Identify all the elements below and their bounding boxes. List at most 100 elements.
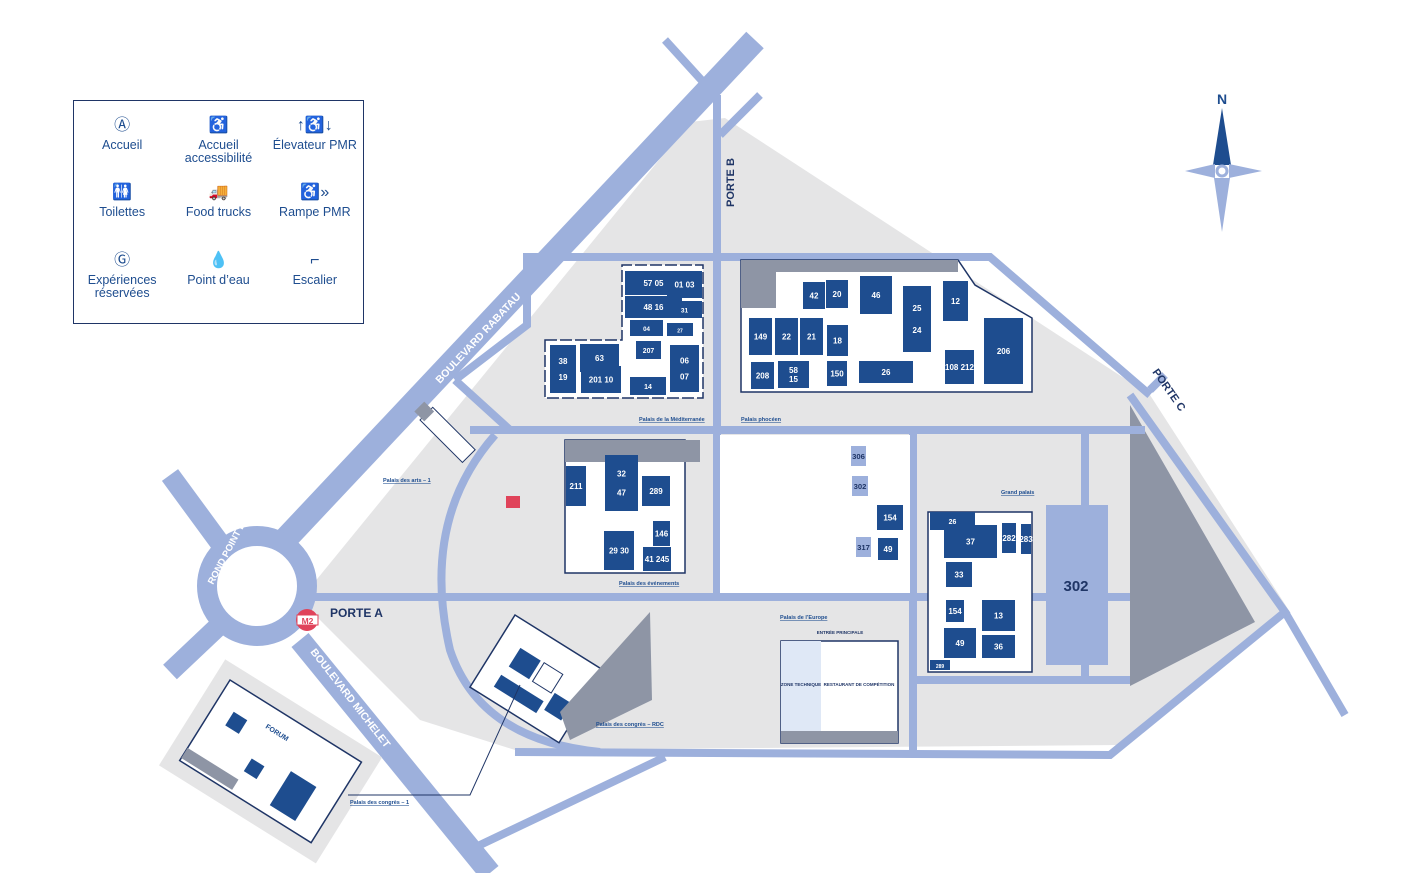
booth-number: 15: [789, 375, 798, 384]
booth-box: [851, 446, 866, 466]
dark-zone: [1130, 405, 1255, 686]
booth-box: [749, 318, 772, 355]
legend-label: Rampe PMR: [279, 205, 351, 220]
booth-number: 63: [595, 354, 604, 363]
booth[interactable]: 20: [826, 280, 848, 308]
booth[interactable]: 12: [943, 281, 968, 321]
hall-label-congres-rdc[interactable]: Palais des congrès – RDC: [596, 722, 664, 728]
booth[interactable]: 21: [800, 318, 823, 355]
booth-box: [860, 276, 892, 314]
booth-number: 04: [643, 326, 650, 333]
booth[interactable]: 13: [982, 600, 1015, 631]
booth[interactable]: 31: [667, 301, 702, 318]
booth-number: 26: [882, 368, 891, 377]
booth-number: 154: [948, 607, 962, 616]
booth-number: 150: [830, 370, 844, 379]
legend-item: 🚚Food trucks: [170, 180, 266, 247]
booth[interactable]: 289: [930, 660, 950, 670]
hall-label-phoceen[interactable]: Palais phocéen: [741, 417, 782, 423]
booth[interactable]: 49: [944, 628, 976, 658]
booth-number: 26: [949, 519, 957, 526]
hall-label-evenements[interactable]: Palais des événements: [619, 581, 679, 587]
compass-north-label: N: [1217, 91, 1227, 107]
hall-label-europe[interactable]: Palais de l’Europe: [780, 615, 827, 621]
zone-label: ZONE TECHNIQUE: [781, 682, 821, 687]
booth-number: 18: [833, 337, 842, 346]
booth-box: [930, 660, 950, 670]
booth[interactable]: 150: [827, 361, 847, 386]
booth-number: 06: [680, 357, 689, 366]
booth[interactable]: 46: [860, 276, 892, 314]
toilets-icon: 🚻: [112, 184, 133, 202]
booth-number: 01 03: [674, 281, 695, 290]
booth-number: 38: [559, 357, 568, 366]
booth[interactable]: 27: [667, 323, 693, 336]
booth[interactable]: 302: [852, 476, 868, 496]
booth[interactable]: 201 10: [581, 366, 621, 393]
hall-label-grand[interactable]: Grand palais: [1001, 490, 1034, 496]
booth-number: 146: [655, 530, 669, 539]
elevator-icon: ↑♿↓: [296, 117, 333, 134]
booth[interactable]: 41 245: [643, 547, 671, 571]
booth-number: 33: [955, 571, 964, 580]
hall-label-arts[interactable]: Palais des arts – 1: [383, 478, 431, 484]
booth-box: [982, 635, 1015, 658]
booth-box: [903, 286, 931, 352]
legend-label: Point d’eau: [187, 272, 250, 287]
booth[interactable]: 01 03: [667, 271, 702, 298]
legend-label: Expériences réservées: [87, 272, 157, 300]
booth-box: [856, 537, 871, 557]
booth-box: [566, 466, 586, 506]
reserved-experience-marker[interactable]: [506, 496, 520, 508]
booth[interactable]: 36: [982, 635, 1015, 658]
booth[interactable]: 108 212: [945, 350, 975, 384]
booth[interactable]: 14: [630, 377, 666, 395]
booth[interactable]: 37: [944, 525, 997, 558]
booth-number: 283: [1019, 535, 1033, 544]
booth[interactable]: 26: [859, 361, 913, 383]
booth[interactable]: 289: [642, 476, 670, 506]
booth-box: [877, 505, 903, 530]
booth-number: 07: [680, 372, 689, 381]
booth-box: [630, 377, 666, 395]
booth[interactable]: 33: [946, 562, 972, 587]
europe-service-strip: [781, 731, 898, 743]
hall-label-congres-1[interactable]: Palais des congrès – 1: [350, 800, 409, 806]
water-point-icon: 💧: [208, 251, 229, 269]
legend-item: ⌐Escalier: [267, 248, 363, 315]
booth[interactable]: 06 07: [670, 345, 699, 392]
booth-number: 42: [810, 292, 819, 301]
booth-box: [751, 362, 774, 389]
booth[interactable]: 282: [1002, 523, 1016, 553]
booth[interactable]: 49: [878, 538, 898, 560]
booth[interactable]: 207: [636, 341, 661, 359]
booth[interactable]: 18: [827, 325, 848, 356]
booth[interactable]: 208: [751, 362, 774, 389]
booth[interactable]: 306: [851, 446, 866, 466]
booth-box: [605, 455, 638, 511]
booth[interactable]: 283: [1019, 524, 1033, 554]
booth[interactable]: 04: [630, 320, 663, 336]
booth[interactable]: 149: [749, 318, 772, 355]
booth[interactable]: 206: [984, 318, 1023, 384]
booth[interactable]: 154: [877, 505, 903, 530]
booth-box: [1002, 523, 1016, 553]
booth[interactable]: 146: [653, 521, 670, 546]
booth[interactable]: 42: [803, 282, 825, 309]
booth[interactable]: 317: [856, 537, 871, 557]
booth[interactable]: 22: [775, 318, 798, 355]
hall-label-mediterranee[interactable]: Palais de la Méditerranée: [639, 417, 705, 423]
booth[interactable]: 154: [946, 600, 964, 622]
booth-box: [778, 361, 809, 388]
booth[interactable]: 29 30: [604, 531, 634, 570]
booth[interactable]: 211: [566, 466, 586, 506]
booth-box: [643, 547, 671, 571]
booth-number: 208: [756, 372, 770, 381]
booth-number: 14: [644, 384, 652, 391]
